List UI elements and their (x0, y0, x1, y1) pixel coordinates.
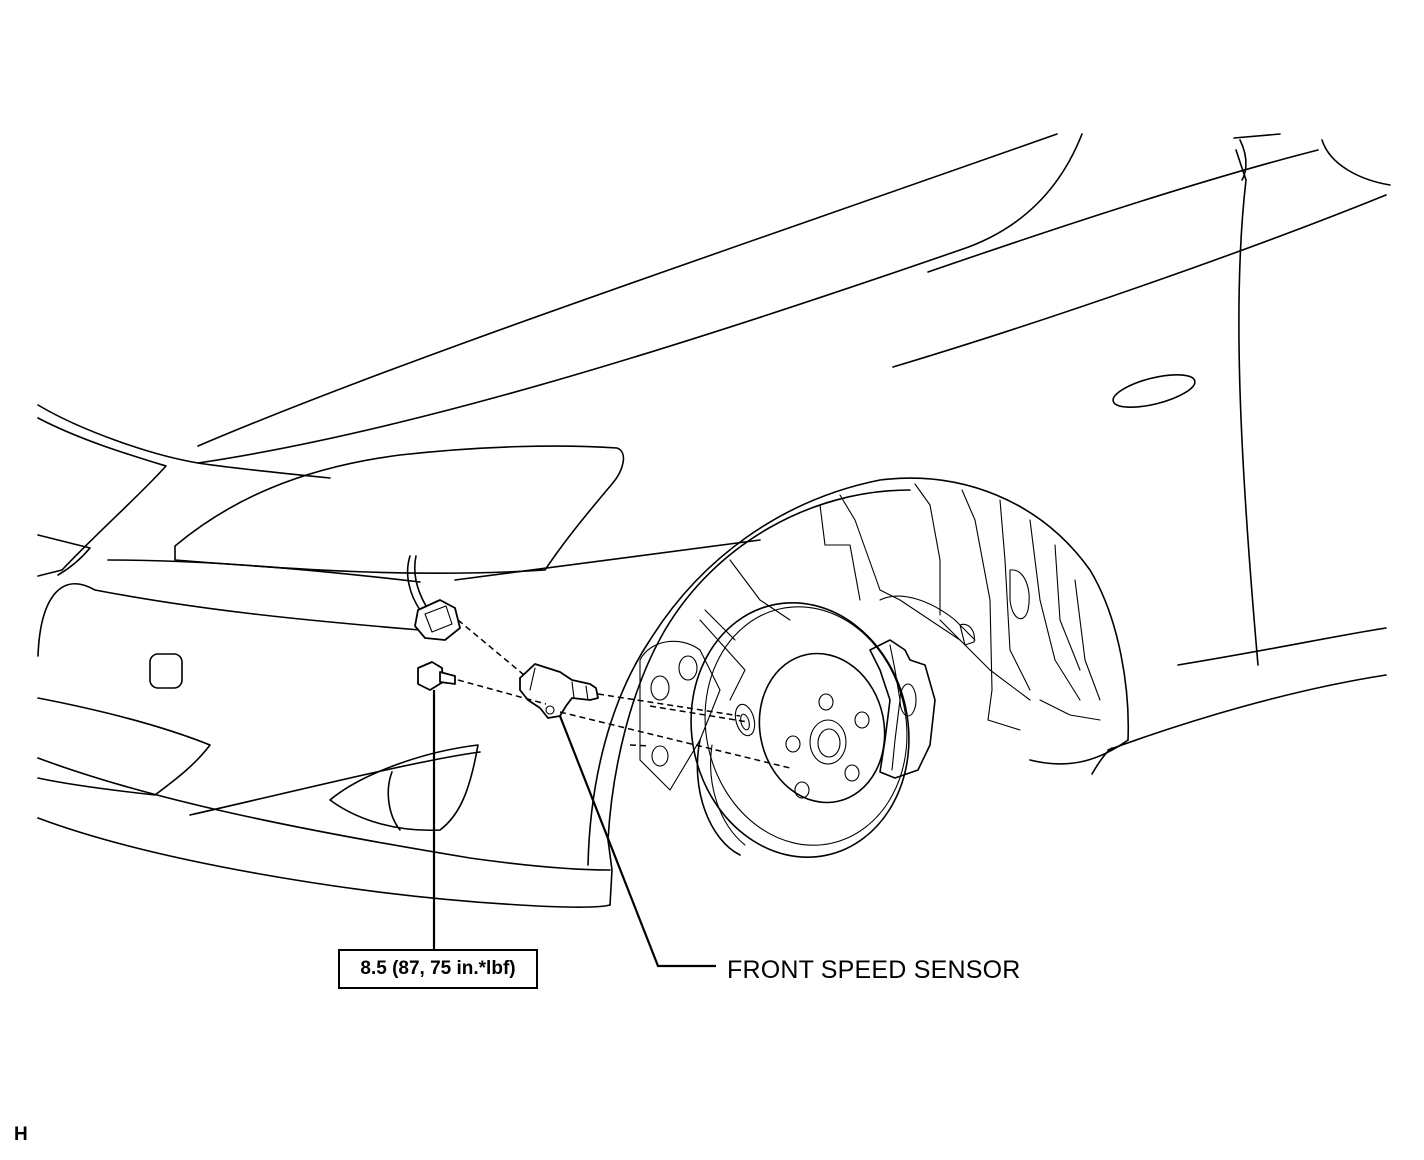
torque-spec-text: 8.5 (87, 75 in.*lbf) (360, 958, 516, 979)
front-speed-sensor (519, 663, 599, 719)
inner-fender (699, 483, 1101, 731)
assembly-dashed-lines (457, 619, 791, 769)
reference-code: H (14, 1124, 28, 1145)
bolt (417, 661, 456, 691)
car-body (37, 133, 1391, 909)
brake-disc-assembly (639, 601, 936, 859)
sensor-leader-line (558, 715, 716, 968)
front-speed-sensor-label: FRONT SPEED SENSOR (727, 956, 1021, 984)
sensor-connector (406, 555, 461, 641)
torque-spec-box: 8.5 (87, 75 in.*lbf) (338, 949, 538, 989)
